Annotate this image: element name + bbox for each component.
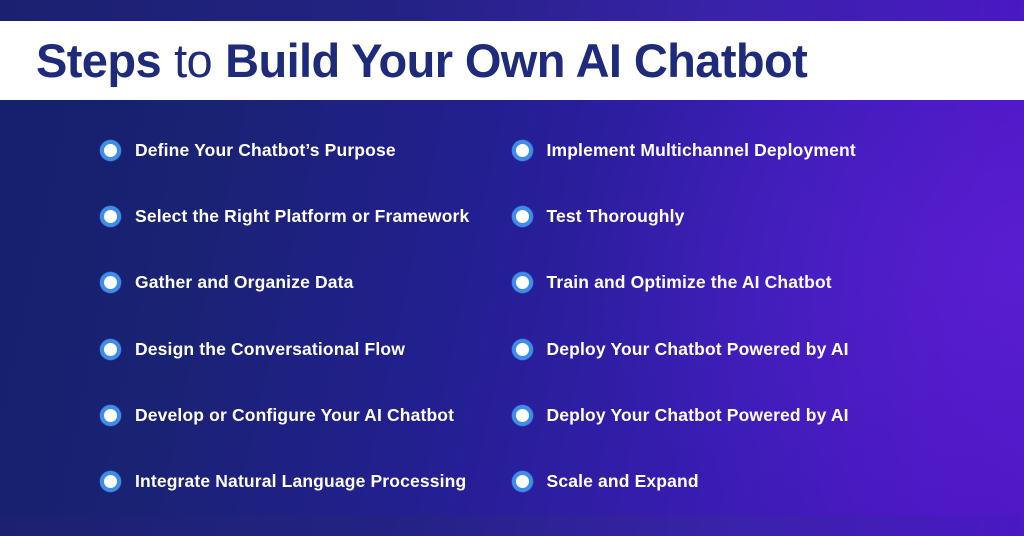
- page-title-part-3: Build Your Own AI Chatbot: [225, 34, 808, 87]
- steps-column-left: Define Your Chatbot’s Purpose Select the…: [0, 117, 479, 515]
- page-title: Steps to Build Your Own AI Chatbot: [36, 34, 808, 87]
- bullet-circle-icon: [511, 139, 533, 161]
- list-item[interactable]: Deploy Your Chatbot Powered by AI: [511, 382, 1024, 448]
- bullet-circle-icon: [100, 139, 121, 161]
- list-item[interactable]: Train and Optimize the AI Chatbot: [511, 250, 1024, 316]
- page-title-part-1: Steps: [36, 34, 162, 87]
- bullet-circle-icon: [100, 338, 121, 360]
- list-item[interactable]: Implement Multichannel Deployment: [511, 117, 1024, 183]
- list-item[interactable]: Gather and Organize Data: [100, 250, 479, 316]
- step-label: Implement Multichannel Deployment: [546, 139, 856, 160]
- list-item[interactable]: Develop or Configure Your AI Chatbot: [100, 382, 479, 448]
- list-item[interactable]: Test Thoroughly: [511, 183, 1024, 249]
- bullet-circle-icon: [511, 471, 533, 493]
- step-label: Select the Right Platform or Framework: [135, 205, 470, 226]
- list-item[interactable]: Deploy Your Chatbot Powered by AI: [511, 316, 1024, 382]
- step-label: Train and Optimize the AI Chatbot: [546, 272, 832, 293]
- bullet-circle-icon: [511, 404, 533, 426]
- page-title-part-2: to: [174, 34, 213, 87]
- step-label: Develop or Configure Your AI Chatbot: [135, 404, 455, 425]
- steps-column-right: Implement Multichannel Deployment Test T…: [479, 117, 1024, 515]
- step-label: Define Your Chatbot’s Purpose: [135, 139, 396, 160]
- bullet-circle-icon: [100, 205, 121, 227]
- steps-body: Define Your Chatbot’s Purpose Select the…: [0, 100, 1024, 515]
- step-label: Integrate Natural Language Processing: [135, 471, 467, 492]
- steps-columns: Define Your Chatbot’s Purpose Select the…: [0, 100, 1024, 515]
- step-label: Design the Conversational Flow: [135, 338, 405, 359]
- list-item[interactable]: Scale and Expand: [511, 449, 1024, 515]
- step-label: Deploy Your Chatbot Powered by AI: [546, 404, 849, 425]
- title-band: Steps to Build Your Own AI Chatbot: [0, 21, 1024, 100]
- bullet-circle-icon: [511, 205, 533, 227]
- bottom-accent-strip: [0, 515, 1024, 536]
- step-label: Test Thoroughly: [546, 205, 685, 226]
- list-item[interactable]: Define Your Chatbot’s Purpose: [100, 117, 479, 183]
- step-label: Deploy Your Chatbot Powered by AI: [546, 338, 849, 359]
- bullet-circle-icon: [511, 338, 533, 360]
- bullet-circle-icon: [100, 404, 121, 426]
- step-label: Gather and Organize Data: [135, 272, 354, 293]
- step-label: Scale and Expand: [546, 471, 699, 492]
- list-item[interactable]: Integrate Natural Language Processing: [100, 449, 479, 515]
- top-accent-strip: [0, 0, 1024, 21]
- list-item[interactable]: Design the Conversational Flow: [100, 316, 479, 382]
- bullet-circle-icon: [100, 272, 121, 294]
- list-item[interactable]: Select the Right Platform or Framework: [100, 183, 479, 249]
- bullet-circle-icon: [511, 272, 533, 294]
- bullet-circle-icon: [100, 471, 121, 493]
